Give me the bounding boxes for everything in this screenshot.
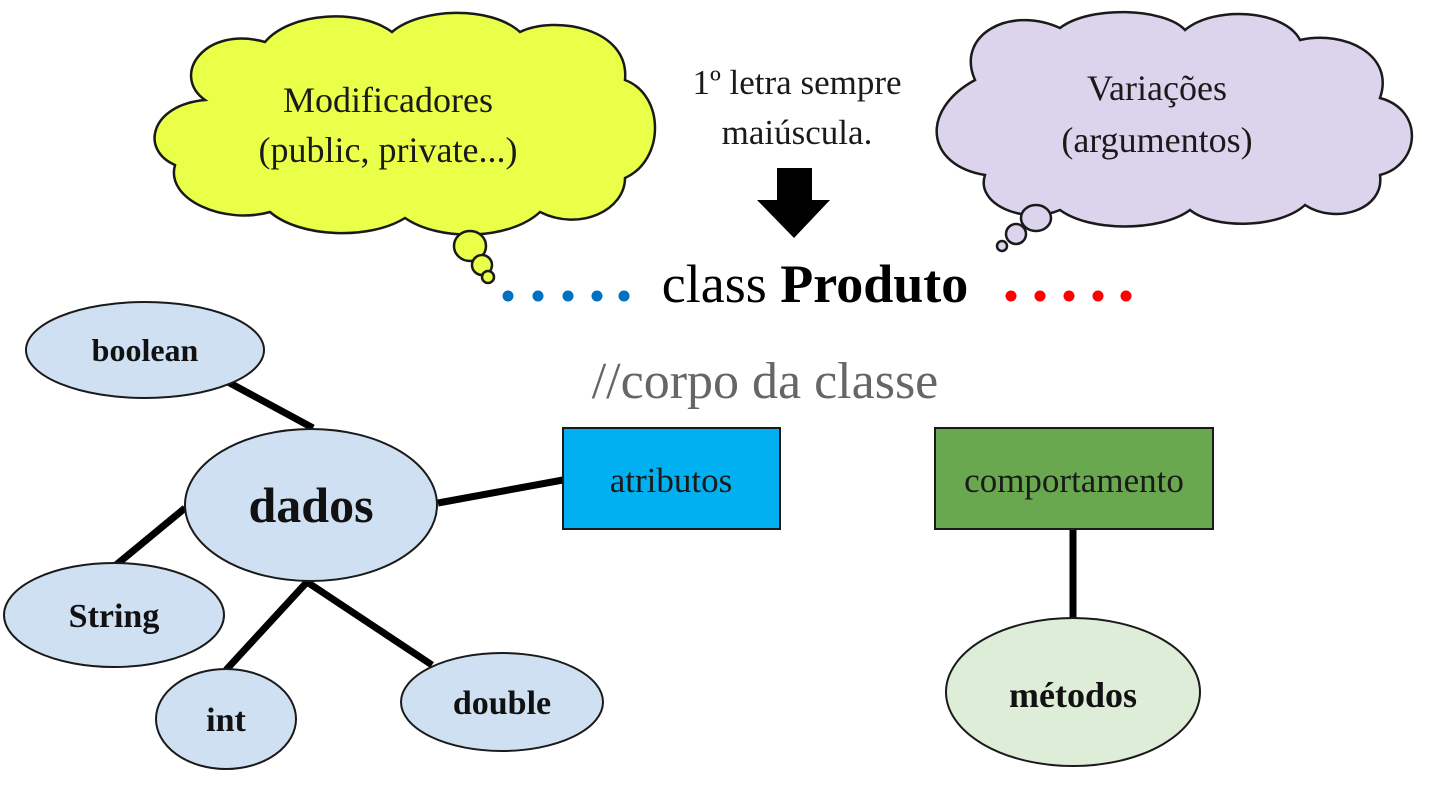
variations-line2: (argumentos): [1061, 120, 1252, 160]
edge-dados-string: [113, 505, 188, 568]
node-dados-label: dados: [248, 477, 373, 533]
class-declaration: class Produto: [662, 254, 969, 314]
edge-dados-int: [223, 579, 310, 673]
variations-thought-bubble-medium: [1004, 222, 1028, 246]
left-dot: [591, 290, 603, 302]
node-string-shape: [3, 562, 225, 668]
modifiers-thought-cloud: Modificadores (public, private...): [153, 11, 657, 285]
node-metodos: métodos: [945, 617, 1201, 767]
class-name-spacer: [767, 254, 781, 314]
right-dot: [1120, 290, 1132, 302]
node-atributos: atributos: [562, 427, 781, 530]
left-dot: [618, 290, 630, 302]
node-atributos-shape: [562, 427, 781, 530]
node-int: int: [155, 668, 297, 770]
node-string: String: [3, 562, 225, 668]
node-dados-shape: [184, 428, 438, 582]
right-dot: [1092, 290, 1104, 302]
edge-boolean-dados: [226, 378, 315, 432]
modifiers-thought-bubble-small: [480, 269, 496, 285]
left-dot: [502, 290, 514, 302]
node-metodos-label: métodos: [1009, 675, 1137, 715]
edge-dados-double: [305, 579, 434, 668]
node-dados: dados: [184, 428, 438, 582]
note-line2: maiúscula.: [722, 113, 873, 152]
modifiers-line2: (public, private...): [259, 130, 518, 170]
node-boolean-shape: [25, 301, 265, 399]
node-int-label: int: [206, 702, 246, 739]
node-string-label: String: [69, 598, 160, 635]
node-metodos-shape: [945, 617, 1201, 767]
modifiers-thought-bubble-large: [452, 229, 488, 263]
node-double-shape: [400, 652, 604, 752]
note-line1: 1º letra sempre: [692, 63, 901, 102]
class-name: Produto: [780, 254, 968, 314]
edge-dados-atributos: [437, 476, 564, 507]
modifiers-cloud-shape: [153, 11, 657, 236]
right-dot: [1034, 290, 1046, 302]
variations-thought-bubble-small: [995, 239, 1009, 253]
variations-thought-cloud: Variações (argumentos): [935, 10, 1414, 253]
right-dot-leader: [1005, 290, 1132, 302]
node-atributos-label: atributos: [610, 461, 732, 500]
class-keyword: class: [662, 254, 767, 314]
right-dot: [1005, 290, 1017, 302]
node-boolean-label: boolean: [92, 332, 199, 368]
node-boolean: boolean: [25, 301, 265, 399]
node-comportamento-label: comportamento: [964, 461, 1184, 500]
node-double-label: double: [453, 685, 551, 722]
arrow-down-icon: [757, 168, 830, 238]
node-comportamento: comportamento: [934, 427, 1214, 530]
node-int-shape: [155, 668, 297, 770]
right-dot: [1063, 290, 1075, 302]
variations-line1: Variações: [1087, 68, 1227, 108]
left-dot-leader: [502, 290, 630, 302]
node-comportamento-shape: [934, 427, 1214, 530]
modifiers-line1: Modificadores: [283, 80, 493, 120]
left-dot: [562, 290, 574, 302]
left-dot: [532, 290, 544, 302]
class-body-comment: //corpo da classe: [592, 353, 939, 410]
variations-cloud-shape: [935, 10, 1414, 228]
variations-thought-bubble-large: [1019, 203, 1053, 233]
node-double: double: [400, 652, 604, 752]
